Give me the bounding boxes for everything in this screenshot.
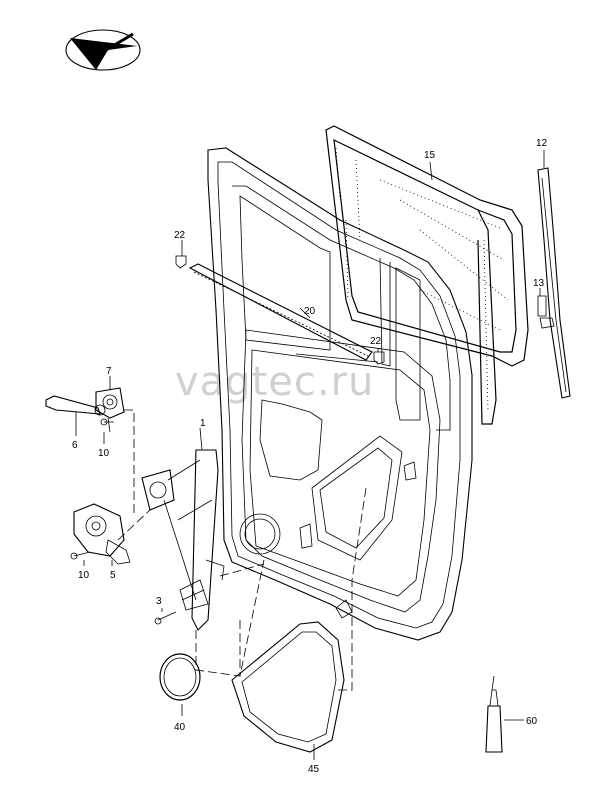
watermark-text: vagtec.ru [175,359,374,405]
label-part-45: 45 [308,764,320,775]
clip-22-top [175,255,187,269]
label-part-13: 13 [533,278,545,289]
sealant-tube [485,675,503,753]
label-part-7: 7 [106,366,112,377]
protective-foil [231,621,345,753]
label-part-6: 6 [72,440,78,451]
screw-3 [154,611,177,625]
screw-10-top [100,417,114,433]
label-part-22-top: 22 [174,230,186,241]
label-part-10-bottom: 10 [78,570,90,581]
direction-arrow-logo-icon [65,29,141,71]
label-part-22-bottom: 22 [370,336,382,347]
door-shell [207,147,473,641]
label-part-3: 3 [156,596,162,607]
label-part-12: 12 [536,138,548,149]
clip-22-bottom [373,351,385,365]
clip-bracket [537,295,555,329]
label-part-10-top: 10 [98,448,110,459]
window-motor [73,503,131,565]
window-seal [325,125,529,425]
label-part-60: 60 [526,716,538,727]
belt-strip [188,263,373,361]
label-part-40: 40 [174,722,186,733]
leader-lines [75,150,545,760]
window-regulator [141,449,225,631]
label-part-15: 15 [424,150,436,161]
handle-drive [95,387,125,419]
guide-strip [537,167,571,399]
label-part-20: 20 [304,306,316,317]
crank-handle [45,395,106,416]
label-part-1: 1 [200,418,206,429]
screw-10-bottom [70,551,91,560]
round-seal [159,653,201,701]
label-part-5: 5 [110,570,116,581]
